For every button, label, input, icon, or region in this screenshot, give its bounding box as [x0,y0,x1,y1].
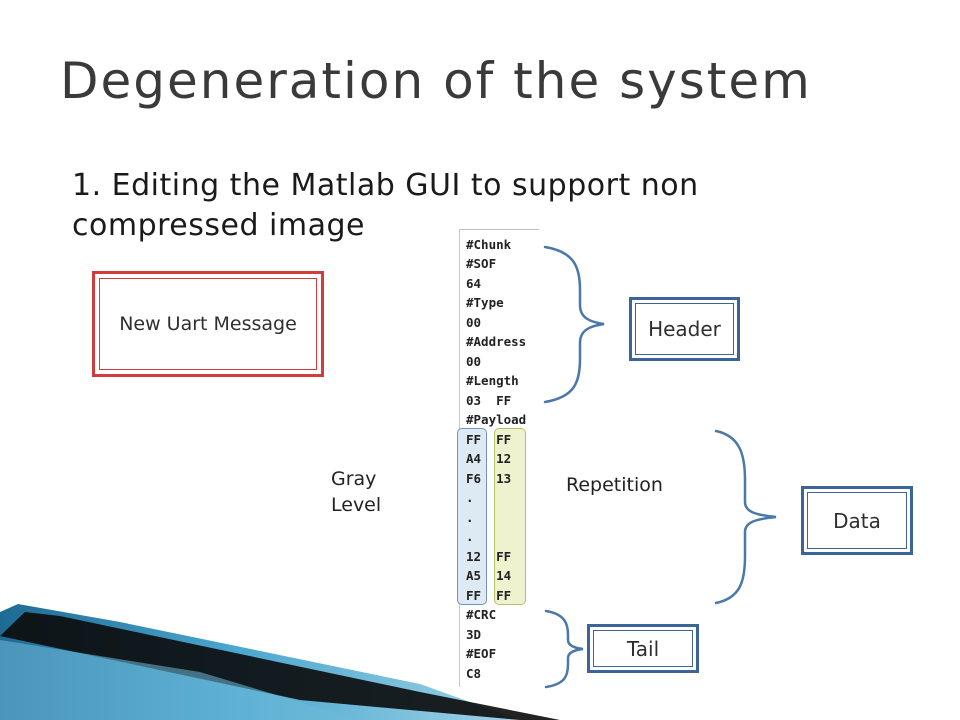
code-line: 03 FF [466,393,512,408]
code-line: . [466,490,474,505]
slide-title: Degeneration of the system [60,52,812,110]
code-line: . [466,529,474,544]
data-brace [714,429,777,605]
data-box: Data [801,486,913,555]
code-line: . [466,510,474,525]
code-line: F6 13 [466,471,512,486]
tail-brace [544,609,584,689]
bullet-text: 1. Editing the Matlab GUI to support non… [72,168,699,243]
header-box: Header [629,297,740,361]
code-line: 00 [466,354,482,369]
tail-box: Tail [587,624,699,673]
code-line: FF FF [466,432,512,447]
header-brace [543,245,605,404]
gray-level-label: Gray Level [331,468,382,516]
code-line: 00 [466,315,482,330]
code-line: C8 [466,666,482,681]
new-uart-message-box: New Uart Message [92,271,324,377]
code-line: #EOF [466,646,497,661]
code-line: 3D [466,627,482,642]
code-line: 12 FF [466,549,512,564]
code-line: 64 [466,276,482,291]
repetition-highlight [494,428,526,605]
code-line: #Length [466,373,519,388]
code-line: A5 14 [466,568,512,583]
code-line: #Payload [466,412,527,427]
gray-level-highlight [457,428,487,605]
code-line: FF FF [466,588,512,603]
code-line: A4 12 [466,451,512,466]
code-line: #Chunk [466,237,512,252]
code-line: #Address [466,334,527,349]
code-line: #Type [466,295,504,310]
code-panel-top-border [459,229,539,230]
code-line: #SOF [466,256,497,271]
repetition-label: Repetition [566,474,663,496]
code-line: #CRC [466,607,497,622]
